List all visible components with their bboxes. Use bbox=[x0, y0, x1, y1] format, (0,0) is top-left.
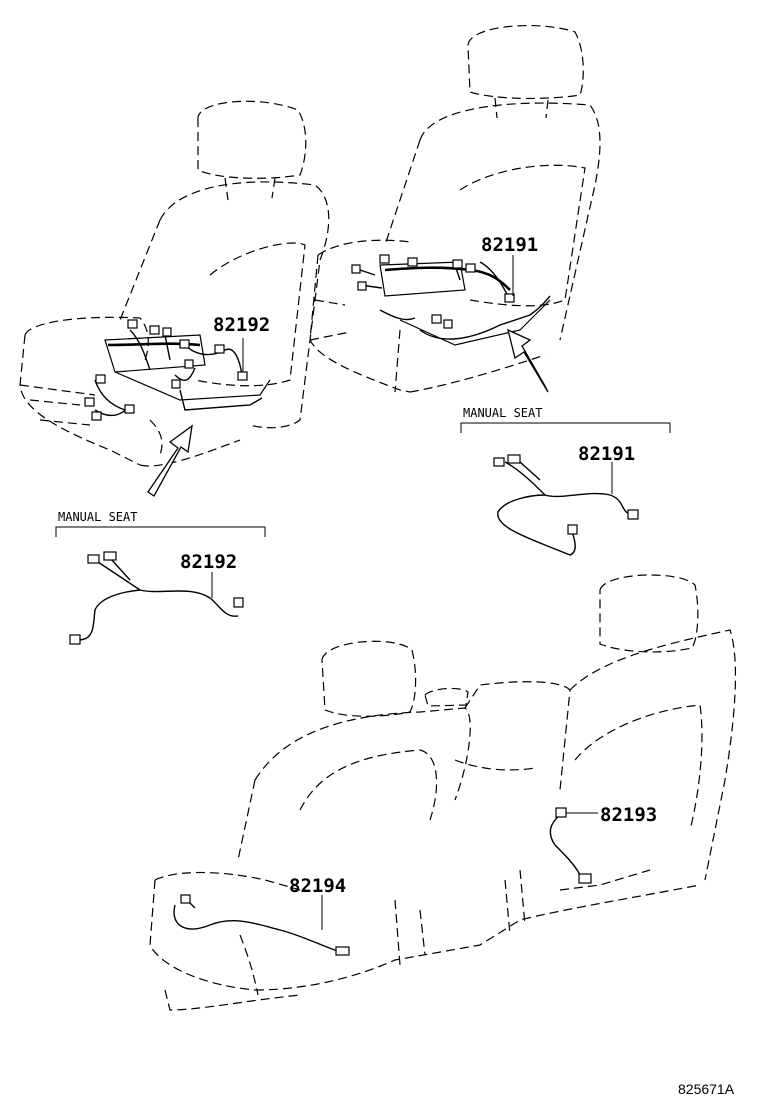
rear-seat bbox=[149, 574, 737, 1011]
front-right-seat bbox=[309, 24, 601, 393]
manual-seat-caption-left: MANUAL SEAT bbox=[58, 510, 137, 524]
part-label-82192-front: 82192 bbox=[213, 314, 270, 336]
part-label-82194: 82194 bbox=[289, 875, 346, 897]
manual-seat-right-detail bbox=[460, 422, 671, 556]
part-label-82192-manual: 82192 bbox=[180, 551, 237, 573]
part-label-82191-front: 82191 bbox=[481, 234, 538, 256]
manual-seat-caption-right: MANUAL SEAT bbox=[463, 406, 542, 420]
manual-seat-left-detail bbox=[55, 526, 266, 645]
part-label-82191-manual: 82191 bbox=[578, 443, 635, 465]
illustration-reference-code: 825671A bbox=[678, 1081, 735, 1097]
part-label-82193: 82193 bbox=[600, 804, 657, 826]
front-left-seat bbox=[19, 100, 330, 497]
